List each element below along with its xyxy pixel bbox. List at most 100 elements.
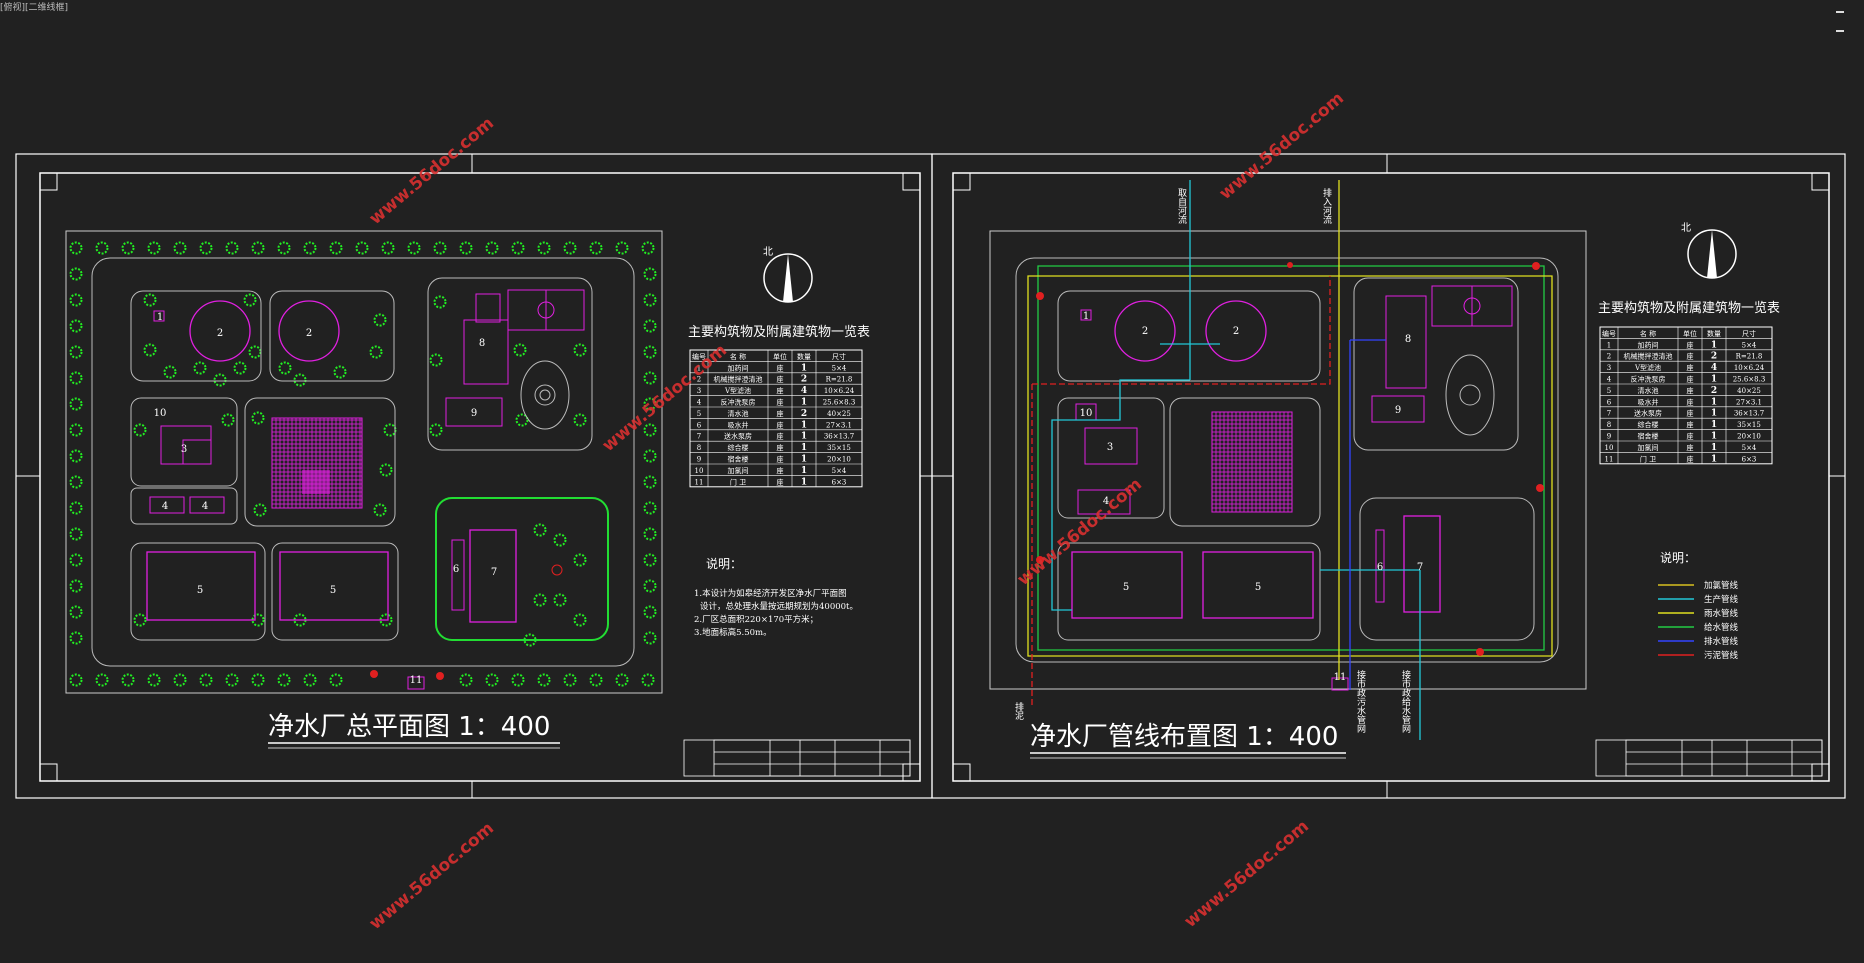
tree-icon [69, 631, 83, 645]
table-cell: 2 [697, 376, 701, 384]
tree-icon [251, 673, 265, 687]
tree-icon [277, 673, 291, 687]
label-4a: 4 [162, 501, 168, 512]
tree-icon [69, 397, 83, 411]
table-cell: 送水泵房 [724, 432, 752, 441]
tree-icon [373, 503, 387, 517]
table-cell: 清水池 [728, 409, 749, 418]
table-cell: 座 [1687, 375, 1694, 384]
tree-icon [643, 631, 657, 645]
rlabel-3: 3 [1107, 442, 1113, 453]
table-cell: 座 [1687, 409, 1694, 418]
table-cell: 40×25 [1737, 387, 1761, 395]
pipe-network [1027, 180, 1553, 740]
tree-icon [515, 413, 529, 427]
table-cell: 2 [1607, 353, 1611, 361]
table-cell: 35×15 [827, 444, 851, 452]
label-10: 10 [154, 408, 167, 419]
table-cell: 座 [777, 455, 784, 464]
table-cell: 1 [1711, 409, 1717, 419]
table-cell: 1 [801, 443, 807, 453]
tree-icon [573, 613, 587, 627]
tree-icon [69, 267, 83, 281]
label-4b: 4 [202, 501, 208, 512]
tree-icon [69, 579, 83, 593]
tree-icon [253, 503, 267, 517]
north-label-right: 北 [1681, 222, 1691, 234]
watermark-text: www.56doc.com [366, 818, 498, 934]
tree-icon [381, 241, 395, 255]
tree-icon [429, 423, 443, 437]
block-filters [244, 397, 396, 527]
table-cell: 座 [777, 420, 784, 429]
tree-icon [643, 475, 657, 489]
intake-label: 取自河流 [1176, 188, 1187, 225]
table-cell: 1 [801, 420, 807, 430]
tree-icon [553, 533, 567, 547]
table-cell: 27×3.1 [1736, 398, 1762, 406]
table-cell: 单位 [1683, 329, 1697, 338]
table-cell: 40×25 [827, 410, 851, 418]
tree-icon [511, 673, 525, 687]
table-cell: 吸水井 [1638, 397, 1659, 406]
table-cell: 宿舍楼 [1638, 432, 1659, 441]
tree-icon [407, 241, 421, 255]
left-ring-road [91, 257, 635, 667]
table-cell: 加氯间 [1638, 443, 1659, 452]
left-drawing-title: 净水厂总平面图 1：400 [268, 712, 550, 742]
tree-icon [69, 605, 83, 619]
table-cell: 座 [777, 375, 784, 384]
table-cell: V型滤池 [724, 386, 751, 395]
tree-icon [643, 605, 657, 619]
tree-icon [248, 345, 262, 359]
table-cell: 1 [801, 477, 807, 487]
supply-label: 接市政给水管网 [1400, 669, 1411, 734]
table-cell: 综合楼 [728, 443, 749, 452]
tree-icon [133, 613, 147, 627]
table-cell: 送水泵房 [1634, 409, 1662, 418]
table-cell: 1 [1711, 420, 1717, 430]
table-cell: 1 [1607, 341, 1611, 349]
table-cell: 座 [777, 432, 784, 441]
tree-icon [485, 241, 499, 255]
table-cell: 6×3 [832, 478, 847, 486]
left-inner-frame [39, 172, 921, 782]
table-cell: 2 [801, 409, 807, 419]
table-cell: 名 称 [1640, 329, 1656, 338]
table-cell: 座 [1687, 420, 1694, 429]
label-2b: 2 [306, 328, 312, 339]
watermarks: www.56doc.comwww.56doc.comwww.56doc.comw… [366, 88, 1348, 934]
table-cell: 机械搅拌澄清池 [714, 375, 763, 384]
tree-icon [69, 475, 83, 489]
table-cell: 座 [777, 477, 784, 486]
right-inner-frame [952, 172, 1830, 782]
tree-icon [459, 241, 473, 255]
tree-icon [459, 673, 473, 687]
rlabel-4: 4 [1103, 496, 1109, 507]
tree-icon [133, 423, 147, 437]
minimize-icon[interactable] [1836, 1, 1858, 32]
tree-icon [329, 673, 343, 687]
label-5a: 5 [197, 585, 203, 596]
tree-icon [278, 361, 292, 375]
tree-icon [485, 673, 499, 687]
table-cell: 6×3 [1742, 455, 1757, 463]
tree-icon [573, 343, 587, 357]
legend-label: 排水管线 [1704, 636, 1739, 647]
table-cell: 3 [697, 387, 701, 395]
tree-icon [643, 397, 657, 411]
table-cell: 1 [1711, 432, 1717, 442]
label-3: 3 [181, 444, 187, 455]
table-cell: 编号 [692, 352, 706, 361]
table-cell: 1 [1711, 397, 1717, 407]
table-cell: 8 [697, 444, 701, 452]
tree-icon [69, 501, 83, 515]
rlabel-5b: 5 [1255, 582, 1261, 593]
tree-icon [95, 673, 109, 687]
table-cell: 36×13.7 [1734, 410, 1764, 418]
table-cell: 1 [1711, 340, 1717, 350]
tree-icon [213, 373, 227, 387]
tree-icon [383, 423, 397, 437]
